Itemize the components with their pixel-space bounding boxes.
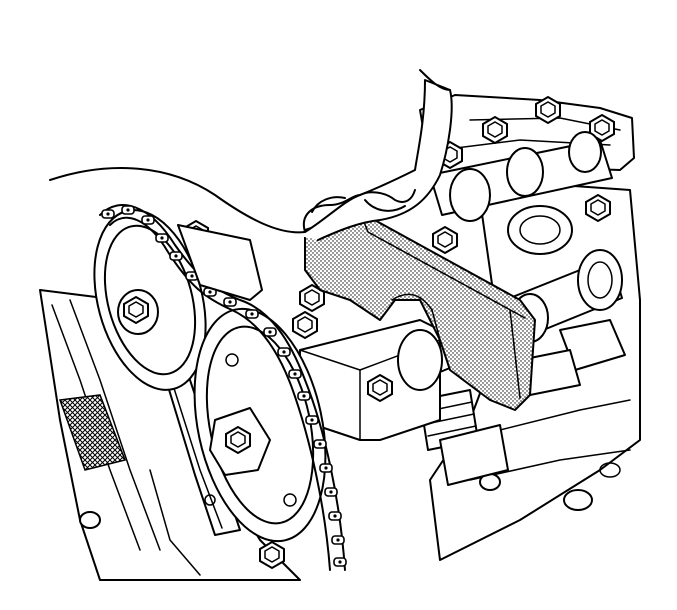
head-bolts <box>177 220 458 312</box>
hand-icon <box>49 69 453 241</box>
timing-chain <box>99 204 347 571</box>
exhaust-camshaft <box>429 131 613 222</box>
intake-camshaft-sprocket <box>193 307 327 543</box>
front-cam-bearing-cap <box>292 311 443 441</box>
